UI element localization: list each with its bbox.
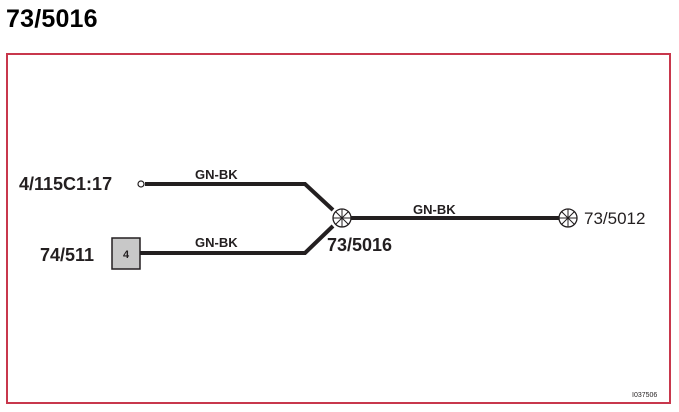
connector-label-bottom-left: 74/511 xyxy=(40,245,94,265)
splice-label: 73/5016 xyxy=(327,235,392,255)
terminal-open-icon xyxy=(137,180,145,188)
connector-label-top-left: 4/115C1:17 xyxy=(19,174,112,194)
page-title: 73/5016 xyxy=(6,5,98,33)
wire-upper xyxy=(145,182,335,212)
connector-label-right: 73/5012 xyxy=(584,209,645,228)
splice-icon xyxy=(332,208,352,228)
wire-label-right: GN-BK xyxy=(413,202,456,217)
diagram-frame xyxy=(6,53,671,404)
connector-pin-number: 4 xyxy=(123,249,130,261)
wire-lower xyxy=(140,224,335,255)
wire-label-lower: GN-BK xyxy=(195,235,238,250)
figure-id: I037506 xyxy=(632,392,657,399)
wire-label-upper: GN-BK xyxy=(195,167,238,182)
splice-right-icon xyxy=(558,208,578,228)
connector-pin-box xyxy=(111,237,141,270)
